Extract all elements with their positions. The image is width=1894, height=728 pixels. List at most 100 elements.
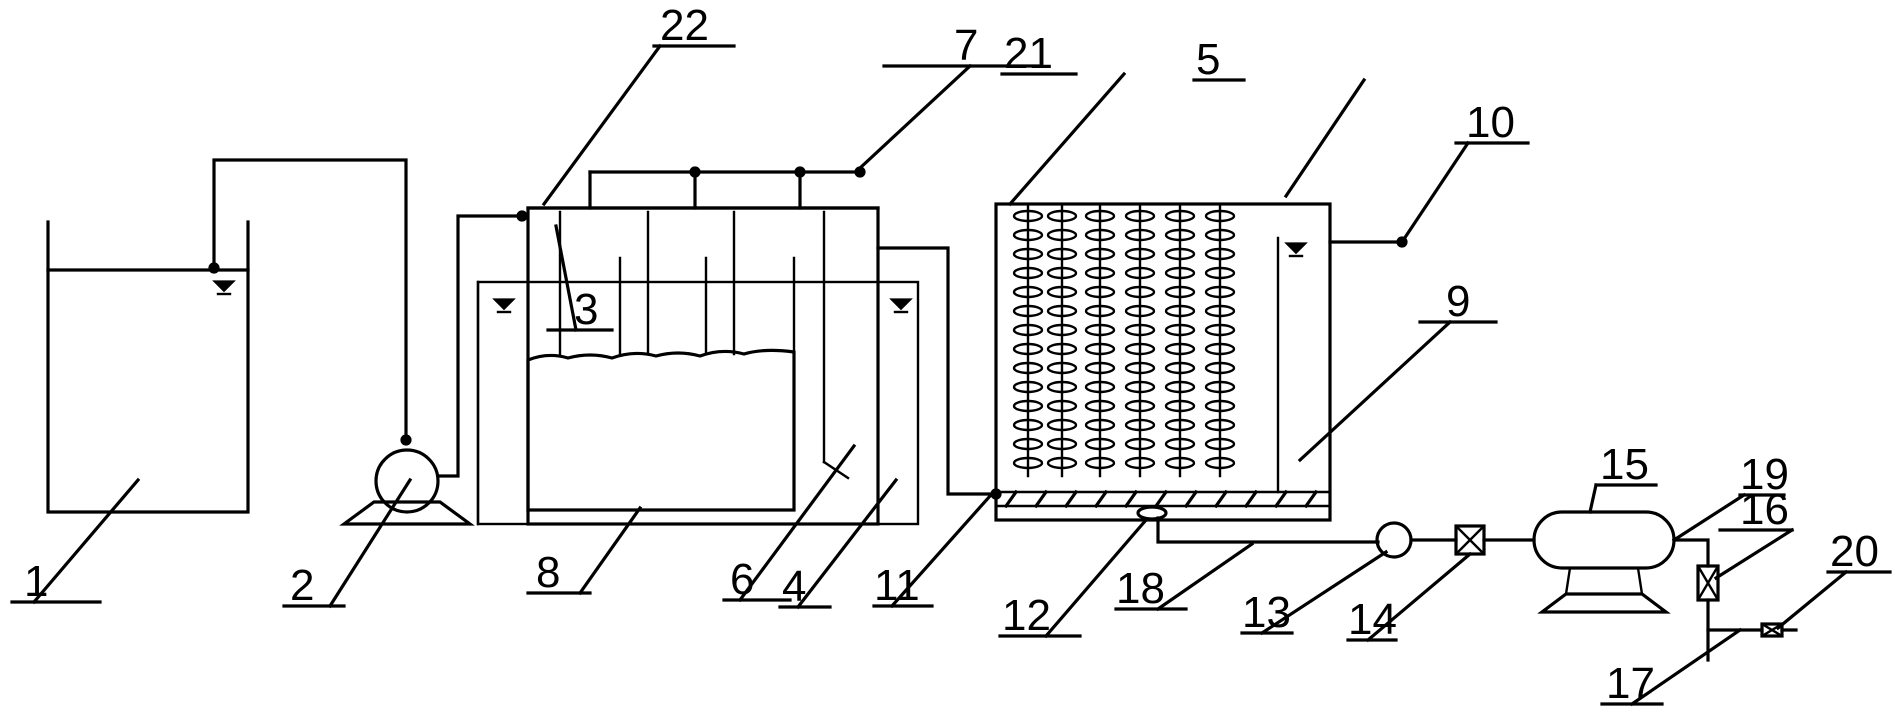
carrier-ring — [1084, 418, 1116, 432]
carrier-ring — [1204, 342, 1236, 356]
filter-media — [526, 348, 796, 512]
carrier-ring — [1164, 266, 1196, 280]
carrier-ring — [1084, 380, 1116, 394]
carrier-ring — [1164, 304, 1196, 318]
carrier-ring — [1084, 247, 1116, 261]
callout-7: 7 — [954, 21, 978, 70]
carrier-ring — [1012, 209, 1044, 223]
carrier-ring — [1046, 266, 1078, 280]
ring-carrier-strings — [1026, 204, 1222, 478]
carrier-ring — [1124, 456, 1156, 470]
carrier-ring — [1046, 342, 1078, 356]
carrier-ring — [1012, 342, 1044, 356]
carrier-ring — [1164, 323, 1196, 337]
carrier-ring — [1204, 418, 1236, 432]
carrier-ring — [1046, 399, 1078, 413]
carrier-ring — [1084, 228, 1116, 242]
pipe-joint-dot — [400, 434, 412, 446]
carrier-ring — [1204, 209, 1236, 223]
carrier-ring — [1124, 342, 1156, 356]
pipe-joint-dot — [208, 262, 220, 274]
air-diffuser — [1136, 505, 1168, 521]
water-level-icon — [492, 298, 516, 314]
biofilter-tank — [476, 206, 920, 526]
callout-18: 18 — [1116, 564, 1165, 613]
carrier-ring — [1012, 285, 1044, 299]
carrier-ring — [1124, 209, 1156, 223]
carrier-ring — [1164, 399, 1196, 413]
carrier-ring — [1164, 456, 1196, 470]
pump — [339, 448, 475, 526]
carrier-ring — [1046, 323, 1078, 337]
carrier-ring — [1124, 380, 1156, 394]
carrier-ring — [1084, 361, 1116, 375]
carrier-ring — [1164, 342, 1196, 356]
carrier-ring — [1124, 285, 1156, 299]
carrier-ring — [1046, 361, 1078, 375]
carrier-ring — [1164, 418, 1196, 432]
pipe-joint-dot — [516, 210, 528, 222]
carrier-ring — [1204, 266, 1236, 280]
callout-5: 5 — [1196, 35, 1220, 84]
carrier-ring — [1164, 285, 1196, 299]
carrier-ring — [1204, 304, 1236, 318]
callout-1: 1 — [24, 557, 48, 606]
carrier-ring — [1012, 456, 1044, 470]
transfer-pipe — [876, 246, 998, 496]
carrier-ring — [1046, 437, 1078, 451]
carrier-ring — [1164, 437, 1196, 451]
carrier-ring — [1204, 399, 1236, 413]
carrier-ring — [1164, 247, 1196, 261]
pump-outlet-pipe — [436, 214, 524, 478]
carrier-ring — [1164, 209, 1196, 223]
carrier-ring — [1012, 437, 1044, 451]
hatched-plate — [1003, 489, 1319, 509]
inlet-pipe — [212, 158, 408, 442]
carrier-ring — [1046, 285, 1078, 299]
carrier-ring — [1046, 209, 1078, 223]
carrier-rings — [1012, 209, 1236, 470]
carrier-ring — [1084, 399, 1116, 413]
carrier-ring — [1084, 456, 1116, 470]
carrier-ring — [1164, 361, 1196, 375]
carrier-ring — [1084, 266, 1116, 280]
carrier-ring — [1204, 361, 1236, 375]
wetland-tank — [994, 202, 1332, 522]
callout-22: 22 — [660, 1, 709, 50]
leader-lines — [10, 43, 1892, 707]
callout-9: 9 — [1446, 277, 1470, 326]
carrier-ring — [1012, 266, 1044, 280]
carrier-ring — [1204, 228, 1236, 242]
carrier-ring — [1204, 380, 1236, 394]
carrier-ring — [1124, 323, 1156, 337]
air-blower — [1532, 510, 1676, 614]
carrier-ring — [1012, 323, 1044, 337]
water-level-icon — [889, 298, 913, 314]
valve — [1454, 524, 1486, 556]
carrier-ring — [1046, 380, 1078, 394]
callout-19: 19 — [1740, 450, 1789, 499]
carrier-ring — [1012, 247, 1044, 261]
callout-10: 10 — [1466, 98, 1515, 147]
callout-4: 4 — [782, 562, 806, 611]
carrier-ring — [1204, 456, 1236, 470]
carrier-ring — [1012, 380, 1044, 394]
carrier-ring — [1046, 304, 1078, 318]
carrier-ring — [1012, 399, 1044, 413]
callout-17: 17 — [1606, 659, 1655, 708]
carrier-ring — [1124, 247, 1156, 261]
carrier-ring — [1046, 247, 1078, 261]
carrier-ring — [1124, 266, 1156, 280]
carrier-ring — [1012, 304, 1044, 318]
callout-12: 12 — [1002, 591, 1051, 640]
carrier-ring — [1084, 285, 1116, 299]
callout-3: 3 — [574, 285, 598, 334]
callout-16: 16 — [1740, 485, 1789, 534]
carrier-ring — [1084, 342, 1116, 356]
callout-20: 20 — [1830, 527, 1879, 576]
carrier-ring — [1124, 418, 1156, 432]
carrier-ring — [1164, 380, 1196, 394]
flow-meter — [1375, 521, 1413, 559]
